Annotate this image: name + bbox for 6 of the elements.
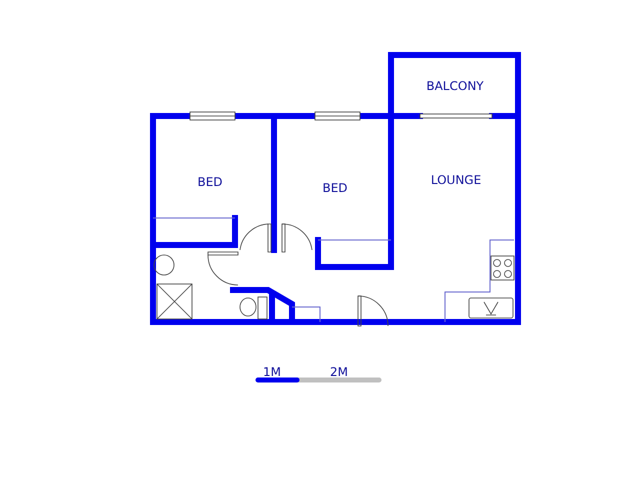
room-label: LOUNGE [430, 173, 482, 187]
room-label: BED [322, 181, 348, 195]
room-label: BALCONY [426, 79, 484, 93]
scale-label: 2M [330, 365, 348, 379]
scale-label: 1M [263, 365, 281, 379]
room-label: BED [197, 175, 223, 189]
